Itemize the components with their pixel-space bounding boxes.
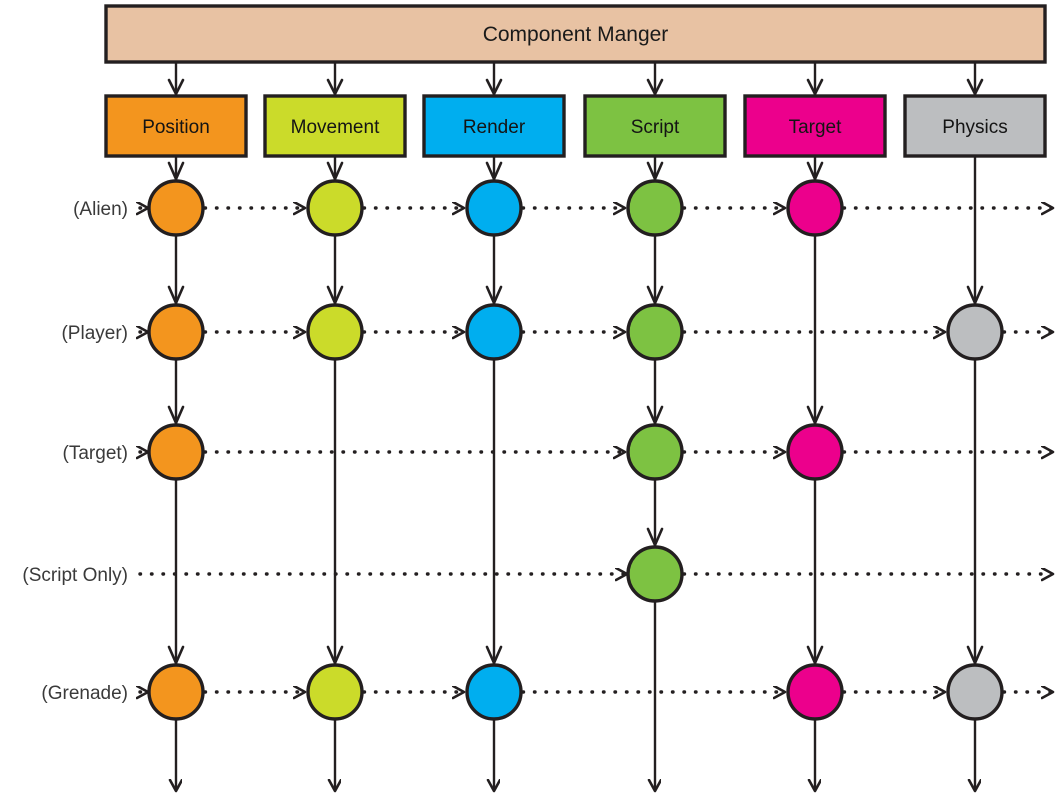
node-alien-script[interactable] [626, 179, 684, 237]
component-box-physics[interactable] [903, 94, 1047, 158]
component-label-render: Render [463, 117, 526, 138]
manager-feed-arrow-position [167, 78, 185, 97]
node-in-arrow-alien-position [167, 161, 185, 183]
node-in-arrow-grenade-movement [326, 645, 344, 667]
node-target_row-position[interactable] [147, 423, 205, 481]
component-boxes [104, 4, 1047, 158]
node-player-script[interactable] [626, 303, 684, 361]
manager-feed-arrow-physics [966, 78, 984, 97]
node-player-position[interactable] [147, 303, 205, 361]
node-in-arrow-player-position [167, 285, 185, 307]
node-alien-render[interactable] [465, 179, 523, 237]
entity-label-script_only: (Script Only) [22, 565, 128, 586]
entity-label-player: (Player) [61, 323, 128, 344]
node-in-arrow-grenade-target [806, 645, 824, 667]
component-label-physics: Physics [942, 117, 1007, 138]
component-box-movement[interactable] [263, 94, 407, 158]
node-in-arrow-alien-script [646, 161, 664, 183]
node-alien-position[interactable] [147, 179, 205, 237]
node-grenade-physics[interactable] [946, 663, 1004, 721]
entity-label-grenade: (Grenade) [41, 683, 128, 704]
entity-label-alien: (Alien) [73, 199, 128, 220]
node-script_only-script[interactable] [626, 545, 684, 603]
node-in-arrow-player-movement [326, 285, 344, 307]
node-alien-movement[interactable] [306, 179, 364, 237]
node-in-arrow-player-render [485, 285, 503, 307]
component-label-movement: Movement [291, 117, 380, 138]
node-grenade-target[interactable] [786, 663, 844, 721]
node-in-arrow-target_row-script [646, 405, 664, 427]
node-in-arrow-script_only-script [646, 527, 664, 549]
node-in-arrow-player-physics [966, 285, 984, 307]
node-alien-target[interactable] [786, 179, 844, 237]
node-in-arrow-grenade-render [485, 645, 503, 667]
node-in-arrow-grenade-position [167, 645, 185, 667]
node-grenade-position[interactable] [147, 663, 205, 721]
entity-label-target_row: (Target) [63, 443, 128, 464]
manager-feed-arrow-movement [326, 78, 344, 97]
node-in-arrow-player-script [646, 285, 664, 307]
manager-feed-arrow-target [806, 78, 824, 97]
component-manager-label: Component Manger [483, 23, 669, 46]
component-manager-bar[interactable] [104, 4, 1047, 64]
component-box-render[interactable] [422, 94, 566, 158]
node-player-movement[interactable] [306, 303, 364, 361]
component-label-position: Position [142, 117, 210, 138]
node-in-arrow-target_row-target [806, 405, 824, 427]
node-target_row-target[interactable] [786, 423, 844, 481]
node-in-arrow-alien-render [485, 161, 503, 183]
component-label-target: Target [789, 117, 843, 138]
node-in-arrow-target_row-position [167, 405, 185, 427]
component-box-target[interactable] [743, 94, 887, 158]
manager-feed-arrow-script [646, 78, 664, 97]
node-in-arrow-alien-target [806, 161, 824, 183]
connector-lines [140, 62, 1052, 790]
component-box-position[interactable] [104, 94, 248, 158]
component-box-script[interactable] [583, 94, 727, 158]
component-nodes [147, 179, 1004, 721]
node-in-arrow-alien-movement [326, 161, 344, 183]
manager-feed-arrow-render [485, 78, 503, 97]
node-player-render[interactable] [465, 303, 523, 361]
node-target_row-script[interactable] [626, 423, 684, 481]
component-label-script: Script [631, 117, 680, 138]
node-in-arrow-grenade-physics [966, 645, 984, 667]
node-grenade-render[interactable] [465, 663, 523, 721]
node-player-physics[interactable] [946, 303, 1004, 361]
node-grenade-movement[interactable] [306, 663, 364, 721]
